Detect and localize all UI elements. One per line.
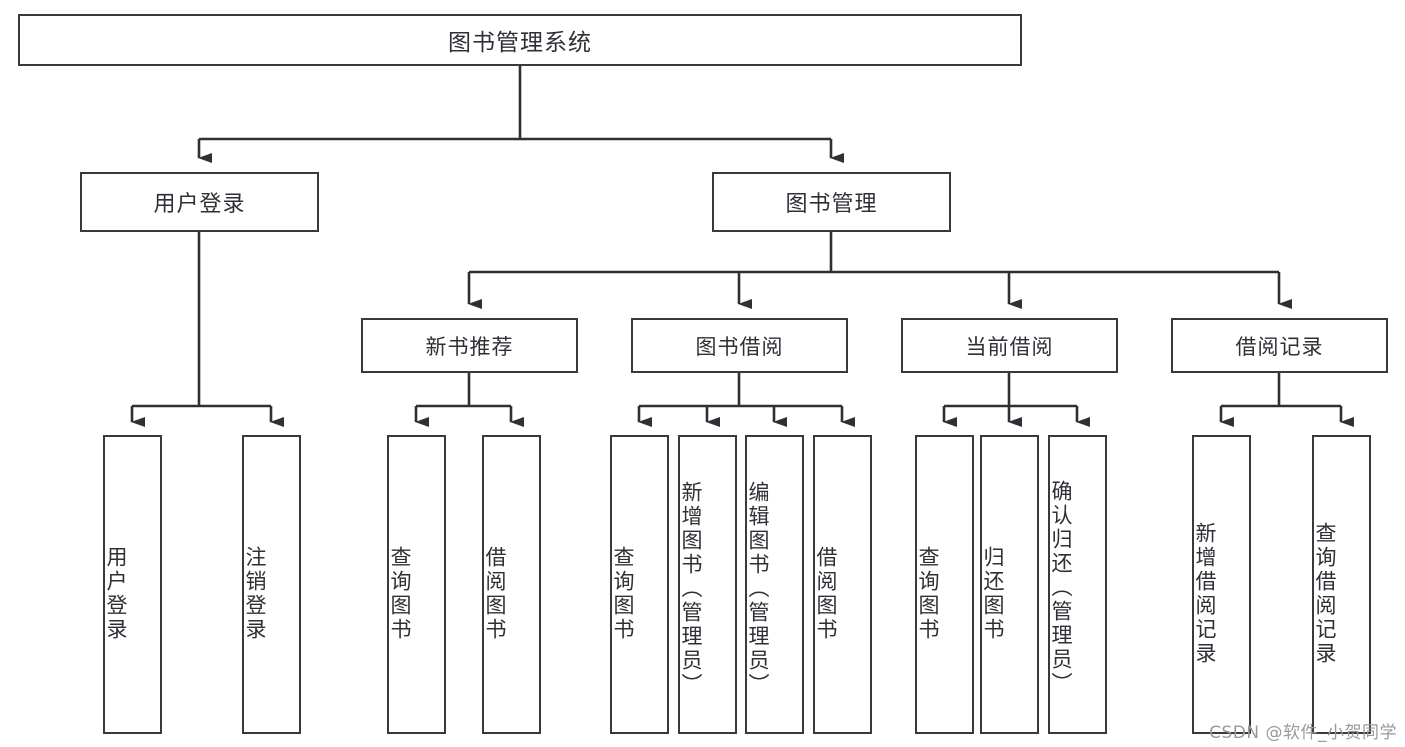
leaf-current-borrow-confirm-return[interactable]: 确认归还（管理员） [1048,435,1107,734]
node-book-borrow[interactable]: 图书借阅 [631,318,848,373]
node-label: 图书借阅 [695,334,784,359]
node-label: 用户登录 [104,545,128,642]
leaf-user-login-signout[interactable]: 注销登录 [242,435,301,734]
node-label: 注销登录 [243,545,267,642]
node-label: 查询图书 [916,545,940,642]
node-borrow-records[interactable]: 借阅记录 [1171,318,1388,373]
node-label: 查询图书 [611,545,635,642]
leaf-user-login-signin[interactable]: 用户登录 [103,435,162,734]
leaf-current-borrow-query[interactable]: 查询图书 [915,435,974,734]
leaf-book-borrow-edit[interactable]: 编辑图书（管理员） [745,435,804,734]
node-label: 图书管理系统 [448,30,592,56]
node-label: 查询借阅记录 [1313,521,1337,666]
leaf-book-borrow-add[interactable]: 新增图书（管理员） [678,435,737,734]
node-label: 用户登录 [153,192,246,217]
node-book-management[interactable]: 图书管理 [712,172,951,232]
node-label: 查询图书 [388,545,412,642]
node-new-book-recommend[interactable]: 新书推荐 [361,318,578,373]
leaf-book-borrow-query[interactable]: 查询图书 [610,435,669,734]
node-label: 编辑图书（管理员） [746,480,770,697]
node-label: 借阅记录 [1235,334,1324,359]
node-label: 图书管理 [785,192,878,217]
node-current-borrow[interactable]: 当前借阅 [901,318,1118,373]
csdn-watermark: CSDN @软件_小贺同学 [1209,723,1397,743]
node-label: 当前借阅 [965,334,1054,359]
node-label: 新增借阅记录 [1193,521,1217,666]
node-label: 借阅图书 [483,545,507,642]
leaf-current-borrow-return[interactable]: 归还图书 [980,435,1039,734]
node-user-login[interactable]: 用户登录 [80,172,319,232]
leaf-borrow-record-add[interactable]: 新增借阅记录 [1192,435,1251,734]
node-label: 归还图书 [981,545,1005,642]
node-label: 新书推荐 [425,334,514,359]
node-label: 新增图书（管理员） [679,480,703,697]
leaf-new-book-query[interactable]: 查询图书 [387,435,446,734]
node-label: 借阅图书 [814,545,838,642]
node-label: 确认归还（管理员） [1049,479,1073,696]
leaf-new-book-borrow[interactable]: 借阅图书 [482,435,541,734]
leaf-borrow-record-query[interactable]: 查询借阅记录 [1312,435,1371,734]
leaf-book-borrow-borrow[interactable]: 借阅图书 [813,435,872,734]
node-root-book-management-system[interactable]: 图书管理系统 [18,14,1022,66]
